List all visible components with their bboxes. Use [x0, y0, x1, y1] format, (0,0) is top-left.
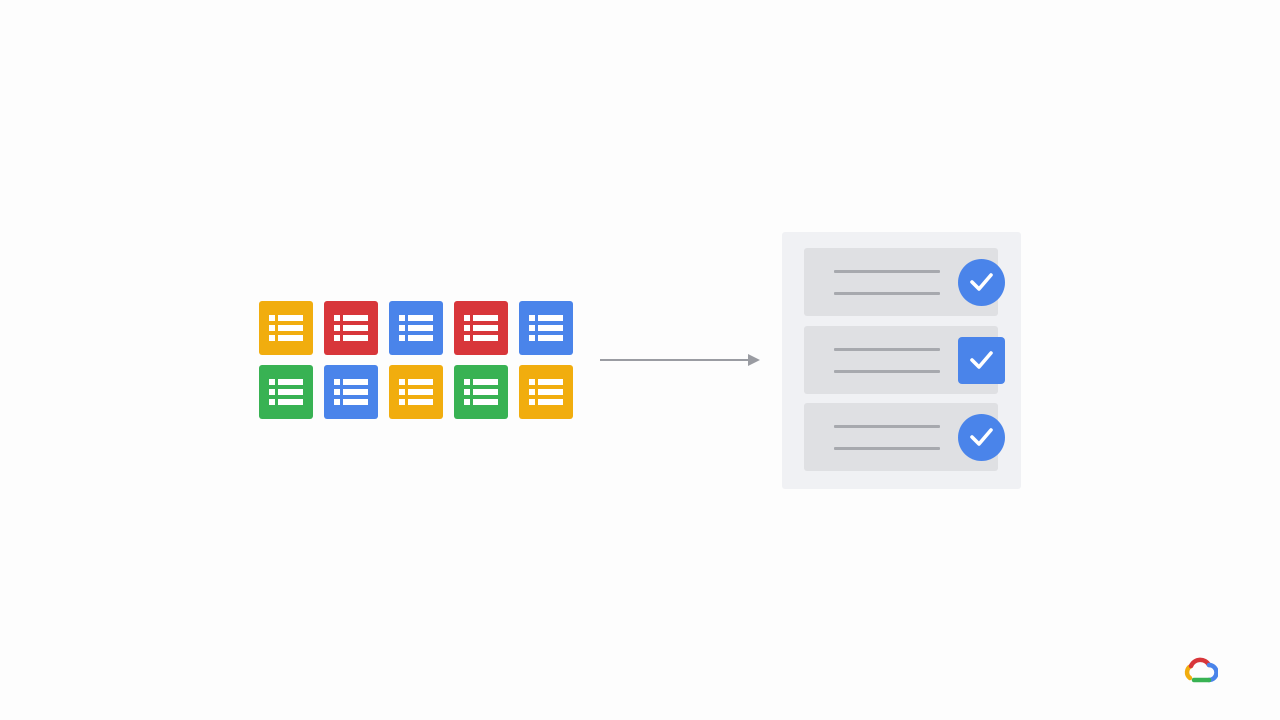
- list-tile: [454, 365, 508, 419]
- checkmark-badge: [958, 259, 1005, 306]
- list-tile: [519, 365, 573, 419]
- list-icon: [334, 379, 368, 405]
- text-placeholder-line: [834, 370, 940, 373]
- text-placeholder-line: [834, 292, 940, 295]
- list-tile: [259, 365, 313, 419]
- list-icon: [464, 315, 498, 341]
- list-tile: [519, 301, 573, 355]
- text-placeholder-line: [834, 447, 940, 450]
- list-icon: [399, 315, 433, 341]
- results-panel: [782, 232, 1021, 489]
- text-placeholder-line: [834, 348, 940, 351]
- list-icon: [464, 379, 498, 405]
- list-icon: [399, 379, 433, 405]
- list-icon: [529, 315, 563, 341]
- list-tile: [389, 365, 443, 419]
- checkmark-badge: [958, 337, 1005, 384]
- list-icon: [529, 379, 563, 405]
- checkmark-icon: [970, 428, 993, 446]
- checkmark-badge: [958, 414, 1005, 461]
- result-row: [804, 403, 1005, 471]
- text-placeholder-line: [834, 270, 940, 273]
- list-icon: [269, 315, 303, 341]
- text-placeholder-line: [834, 425, 940, 428]
- list-icon: [269, 379, 303, 405]
- google-cloud-logo: [1184, 657, 1218, 683]
- list-tile: [324, 365, 378, 419]
- list-tile: [454, 301, 508, 355]
- list-icon: [334, 315, 368, 341]
- checkmark-icon: [970, 273, 993, 291]
- source-tile-grid: [259, 301, 575, 419]
- list-tile: [324, 301, 378, 355]
- list-tile: [389, 301, 443, 355]
- result-row: [804, 248, 1005, 316]
- checkmark-icon: [970, 351, 993, 369]
- result-row: [804, 326, 1005, 394]
- list-tile: [259, 301, 313, 355]
- arrow-right-icon: [600, 354, 760, 366]
